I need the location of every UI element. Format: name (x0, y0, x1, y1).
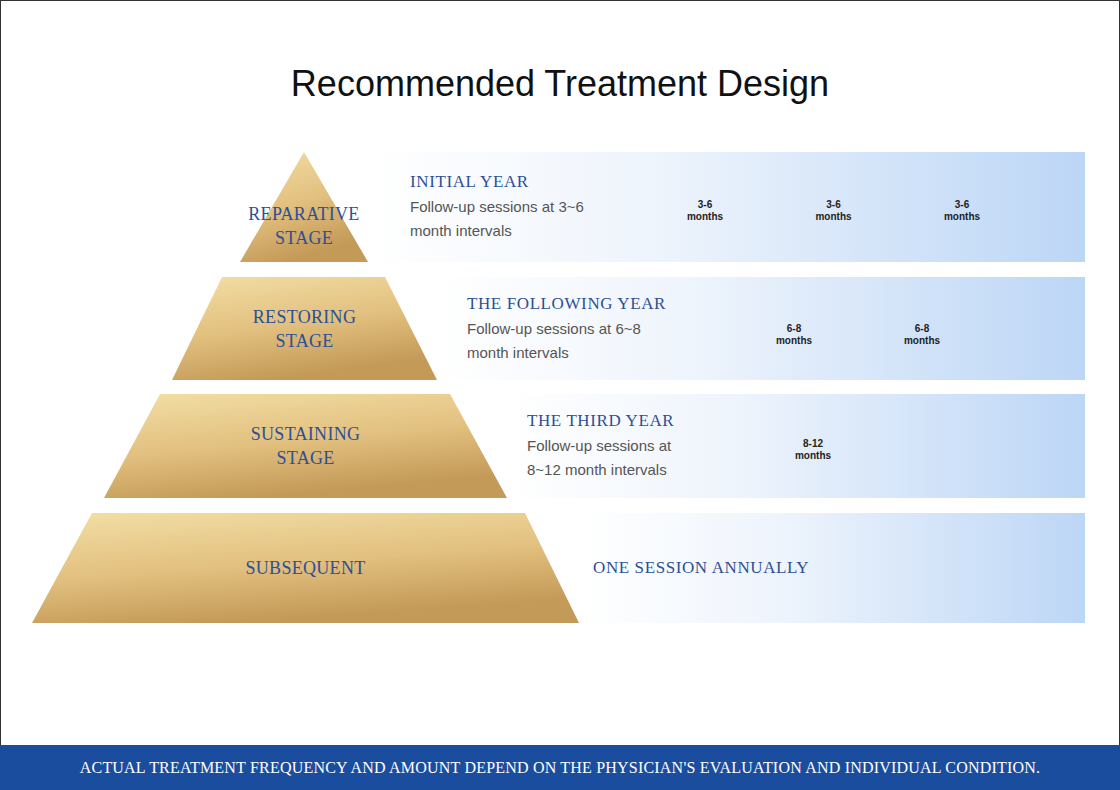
footer-bar: ACTUAL TREATMENT FREQUENCY AND AMOUNT DE… (0, 745, 1120, 790)
tier-outline (172, 277, 437, 380)
period-heading: THE THIRD YEAR (527, 410, 1085, 432)
interval-label: 3-6 months (811, 199, 857, 223)
period-heading: ONE SESSION ANNUALLY (593, 557, 1085, 579)
tier-shape (32, 513, 579, 623)
period-heading: THE FOLLOWING YEAR (467, 293, 1085, 315)
footer-note: ACTUAL TREATMENT FREQUENCY AND AMOUNT DE… (80, 759, 1041, 777)
tier-shape (172, 277, 437, 380)
tier-outline (104, 394, 507, 498)
diagram-title: Recommended Treatment Design (0, 60, 1120, 108)
stage-name: RESTORING STAGE (230, 305, 380, 353)
pyramid-tier: SUBSEQUENT (32, 513, 579, 623)
pyramid-tier: SUSTAINING STAGE (104, 394, 507, 498)
period-description: Follow-up sessions at 3~6 month interval… (410, 195, 588, 243)
stage-name: SUBSEQUENT (231, 556, 381, 580)
tier-shape (104, 394, 507, 498)
stage-name: SUSTAINING STAGE (231, 422, 381, 470)
period-description: Follow-up sessions at 6~8 month interval… (467, 317, 645, 365)
interval-label: 6-8 months (899, 323, 945, 347)
pyramid-tier: REPARATIVE STAGE (240, 152, 368, 262)
period-description: Follow-up sessions at 8~12 month interva… (527, 434, 705, 482)
stage-band: INITIAL YEARFollow-up sessions at 3~6 mo… (368, 152, 1085, 262)
pyramid-tier: RESTORING STAGE (172, 277, 437, 380)
interval-label: 8-12 months (790, 438, 836, 462)
period-heading: INITIAL YEAR (410, 171, 1085, 193)
interval-label: 3-6 months (939, 199, 985, 223)
stage-name: REPARATIVE STAGE (229, 202, 379, 250)
interval-label: 3-6 months (682, 199, 728, 223)
stage-band: THE FOLLOWING YEARFollow-up sessions at … (437, 277, 1085, 380)
interval-label: 6-8 months (771, 323, 817, 347)
stage-band: THE THIRD YEARFollow-up sessions at 8~12… (507, 394, 1085, 498)
stage-band: ONE SESSION ANNUALLY (579, 513, 1085, 623)
